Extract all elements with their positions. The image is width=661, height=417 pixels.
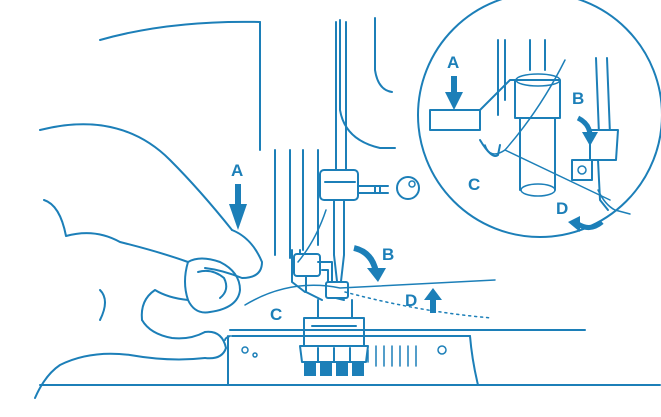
inset-label-b: B	[572, 89, 584, 108]
detail-inset	[418, 0, 661, 237]
inset-label-a: A	[447, 53, 459, 72]
label-c: C	[270, 305, 282, 324]
inset-label-d: D	[556, 199, 568, 218]
needle-threader	[292, 250, 348, 300]
label-a: A	[231, 161, 243, 180]
needle-bar-assembly	[320, 22, 419, 290]
machine-head	[100, 18, 395, 258]
thread	[245, 210, 495, 318]
arrow-a-down	[229, 184, 247, 230]
label-b: B	[382, 245, 394, 264]
feed-dogs	[304, 362, 364, 376]
inset-label-c: C	[468, 175, 480, 194]
label-d: D	[405, 291, 417, 310]
